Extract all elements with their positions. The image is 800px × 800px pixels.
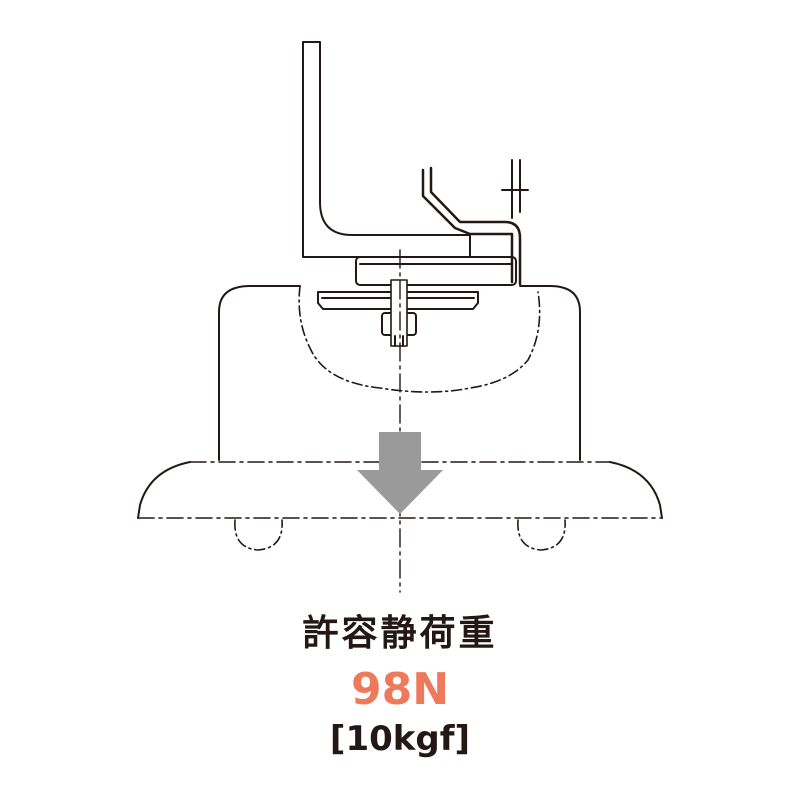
side-bracket <box>421 168 514 284</box>
left-caster <box>234 519 283 551</box>
down-arrow-icon <box>357 432 443 514</box>
load-value-kgf: [10kgf] <box>329 719 471 759</box>
seat-pad <box>355 256 517 286</box>
side-bracket-inner <box>429 166 522 286</box>
cabinet-body-right <box>519 285 581 461</box>
seat-backrest <box>302 41 471 258</box>
bolt-shank <box>390 279 408 347</box>
load-value-newton: 98N <box>350 664 450 715</box>
allowable-static-load-title: 許容静荷重 <box>302 613 498 654</box>
bracket-clip <box>501 159 529 219</box>
base-right <box>609 461 663 519</box>
right-caster <box>517 519 566 551</box>
base-left <box>137 461 191 519</box>
hidden-mount-outline <box>298 285 541 393</box>
cabinet-body <box>218 285 301 461</box>
